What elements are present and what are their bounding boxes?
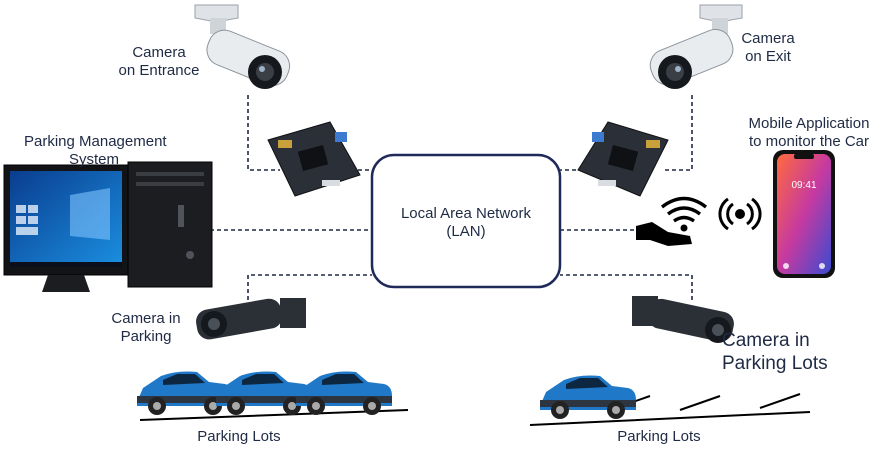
network-lines — [210, 95, 693, 300]
car-icon — [216, 371, 312, 415]
car-icon — [137, 371, 233, 415]
bullet-camera-icon — [196, 298, 306, 340]
bullet-camera-icon — [632, 296, 734, 343]
circuit-board-icon — [577, 121, 669, 197]
lan-label: Local Area Network(LAN) — [400, 205, 532, 240]
circuit-board-icon — [267, 121, 361, 197]
car-icon — [296, 371, 392, 415]
bullet-camera-icon — [194, 4, 291, 89]
parking-lot-left — [137, 371, 409, 421]
bullet-camera-icon — [649, 4, 743, 89]
nfc-signal-icon — [718, 197, 762, 231]
car-icon — [540, 375, 636, 419]
label-parking-lots-left: Parking Lots — [197, 428, 281, 445]
parking-lot-right — [529, 375, 811, 426]
wifi-hand-icon — [636, 196, 708, 246]
lan-box — [370, 153, 562, 289]
smartphone-icon: 09:41 — [773, 150, 835, 278]
label-parking-lots-right: Parking Lots — [617, 428, 701, 445]
phone-time: 09:41 — [791, 180, 816, 191]
desktop-computer-icon — [3, 161, 213, 292]
